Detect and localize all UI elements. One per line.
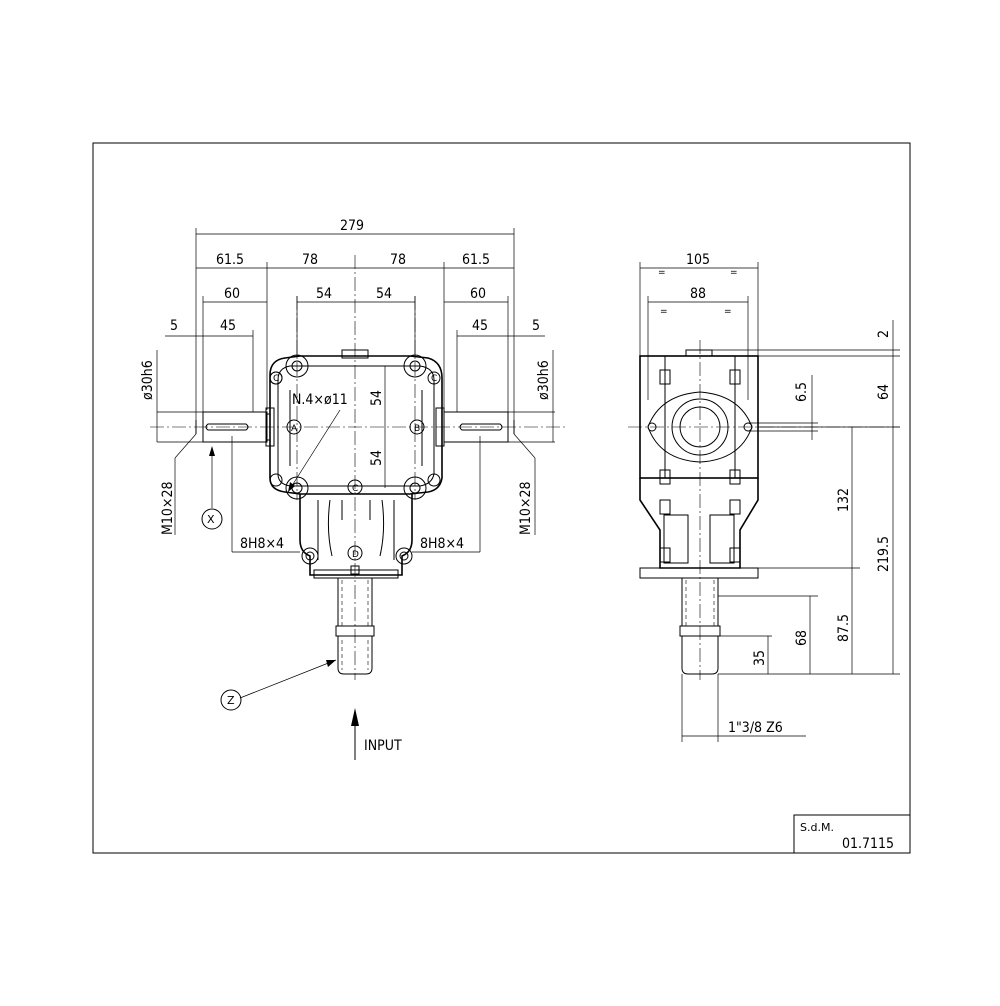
bolt-vert-bottom: 54 bbox=[369, 450, 385, 466]
dim-width-inner: 88 bbox=[690, 286, 706, 302]
input-spline: 1"3/8 Z6 bbox=[728, 720, 783, 736]
dim-key-left: 45 bbox=[220, 318, 236, 334]
dim-inner-right: 78 bbox=[390, 252, 406, 268]
marker-a: A bbox=[291, 424, 298, 434]
dim-132: 132 bbox=[836, 488, 852, 512]
dim-219-5: 219.5 bbox=[876, 536, 892, 572]
dim-bolt-left: 54 bbox=[316, 286, 332, 302]
front-view: 279 61.5 78 78 61.5 60 54 54 60 5 45 45 … bbox=[140, 218, 565, 760]
marker-c-right: C bbox=[431, 374, 437, 384]
dim-top: 2 bbox=[876, 330, 892, 338]
dim-inner-left: 78 bbox=[302, 252, 318, 268]
dim-width-outer: 105 bbox=[686, 252, 710, 268]
thread-right: M10×28 bbox=[518, 482, 534, 535]
drawing-frame bbox=[92, 142, 911, 854]
marker-c-left: C bbox=[273, 374, 279, 384]
dim-87-5: 87.5 bbox=[836, 614, 852, 642]
dim-total-width: 279 bbox=[340, 218, 364, 234]
side-view: 105 88 == == 2 64 6.5 132 219.5 87.5 68 … bbox=[628, 252, 900, 742]
marker-z: Z bbox=[227, 694, 235, 707]
marker-d: D bbox=[352, 550, 359, 560]
title-block-label: S.d.M. bbox=[800, 821, 834, 834]
dim-shaft-left: 60 bbox=[224, 286, 240, 302]
spline-left: 8H8×4 bbox=[240, 536, 284, 552]
dim-68: 68 bbox=[794, 630, 810, 646]
marker-x: X bbox=[207, 513, 215, 526]
title-block-number: 01.7115 bbox=[842, 836, 894, 852]
dim-64: 64 bbox=[876, 384, 892, 400]
dim-gap-right: 5 bbox=[532, 318, 540, 334]
thread-left: M10×28 bbox=[160, 482, 176, 535]
marker-b: B bbox=[414, 424, 420, 434]
dim-shaft-right: 60 bbox=[470, 286, 486, 302]
dim-outer-right: 61.5 bbox=[462, 252, 490, 268]
spline-right: 8H8×4 bbox=[420, 536, 464, 552]
marker-c-center: C bbox=[352, 484, 358, 494]
svg-text:=: = bbox=[730, 268, 738, 278]
dim-6-5: 6.5 bbox=[794, 382, 810, 402]
shaft-dia-left: ø30h6 bbox=[140, 360, 156, 400]
title-block: S.d.M. 01.7115 bbox=[793, 814, 910, 853]
bolt-vert-top: 54 bbox=[369, 390, 385, 406]
dim-35: 35 bbox=[752, 650, 768, 666]
input-label: INPUT bbox=[364, 738, 402, 754]
svg-text:=: = bbox=[724, 307, 732, 317]
dim-bolt-right: 54 bbox=[376, 286, 392, 302]
bolt-holes-note: N.4×ø11 bbox=[292, 392, 348, 408]
shaft-dia-right: ø30h6 bbox=[536, 360, 552, 400]
svg-text:=: = bbox=[658, 268, 666, 278]
dim-key-right: 45 bbox=[472, 318, 488, 334]
svg-text:=: = bbox=[660, 307, 668, 317]
dim-gap-left: 5 bbox=[170, 318, 178, 334]
dim-outer-left: 61.5 bbox=[216, 252, 244, 268]
